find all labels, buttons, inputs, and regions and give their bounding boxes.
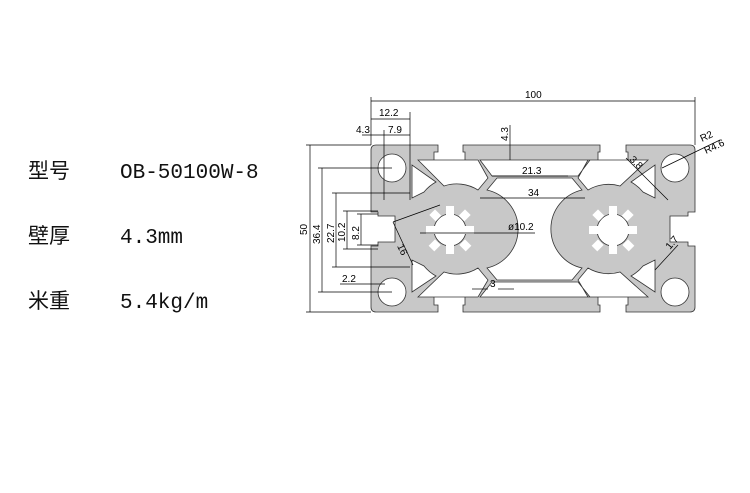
dim-8-2: 8.2 (351, 226, 362, 240)
dim-2-2: 2.2 (342, 274, 356, 285)
spec-weight-value: 5.4kg/m (120, 292, 209, 315)
dim-4-3-top: 4.3 (500, 127, 511, 141)
spec-weight: 米重 5.4kg/m (28, 285, 208, 315)
center-hole-right (589, 206, 637, 254)
dim-12-2: 12.2 (379, 108, 399, 119)
dimension-lines (306, 97, 721, 313)
spec-wall-thickness: 壁厚 4.3mm (28, 220, 183, 250)
dim-16: 16 (394, 243, 409, 258)
spec-model-value: OB-50100W-8 (120, 162, 259, 185)
dim-34: 34 (528, 188, 540, 199)
spec-model: 型号 OB-50100W-8 (28, 155, 259, 185)
spec-model-label: 型号 (28, 159, 70, 183)
dim-22-7: 22.7 (326, 223, 337, 243)
corner-hole (660, 277, 690, 307)
spec-wall-thickness-label: 壁厚 (28, 224, 70, 248)
dim-10-2: 10.2 (337, 222, 348, 242)
dimension-labels: 100 12.2 4.3 7.9 4.3 21.3 34 ø10.2 50 36… (299, 90, 727, 290)
dim-r2: R2 (699, 129, 716, 145)
dim-diameter: ø10.2 (508, 222, 534, 233)
center-hole-left (426, 206, 474, 254)
dim-3: 3 (490, 279, 496, 290)
corner-hole (660, 153, 690, 183)
dim-width: 100 (525, 90, 542, 101)
dim-4-3-left: 4.3 (356, 125, 370, 136)
dim-21-3: 21.3 (522, 166, 542, 177)
dim-height: 50 (299, 223, 310, 235)
spec-weight-label: 米重 (28, 289, 70, 313)
spec-wall-thickness-value: 4.3mm (120, 227, 184, 250)
dim-36-4: 36.4 (312, 224, 323, 244)
dim-7-9: 7.9 (388, 125, 402, 136)
